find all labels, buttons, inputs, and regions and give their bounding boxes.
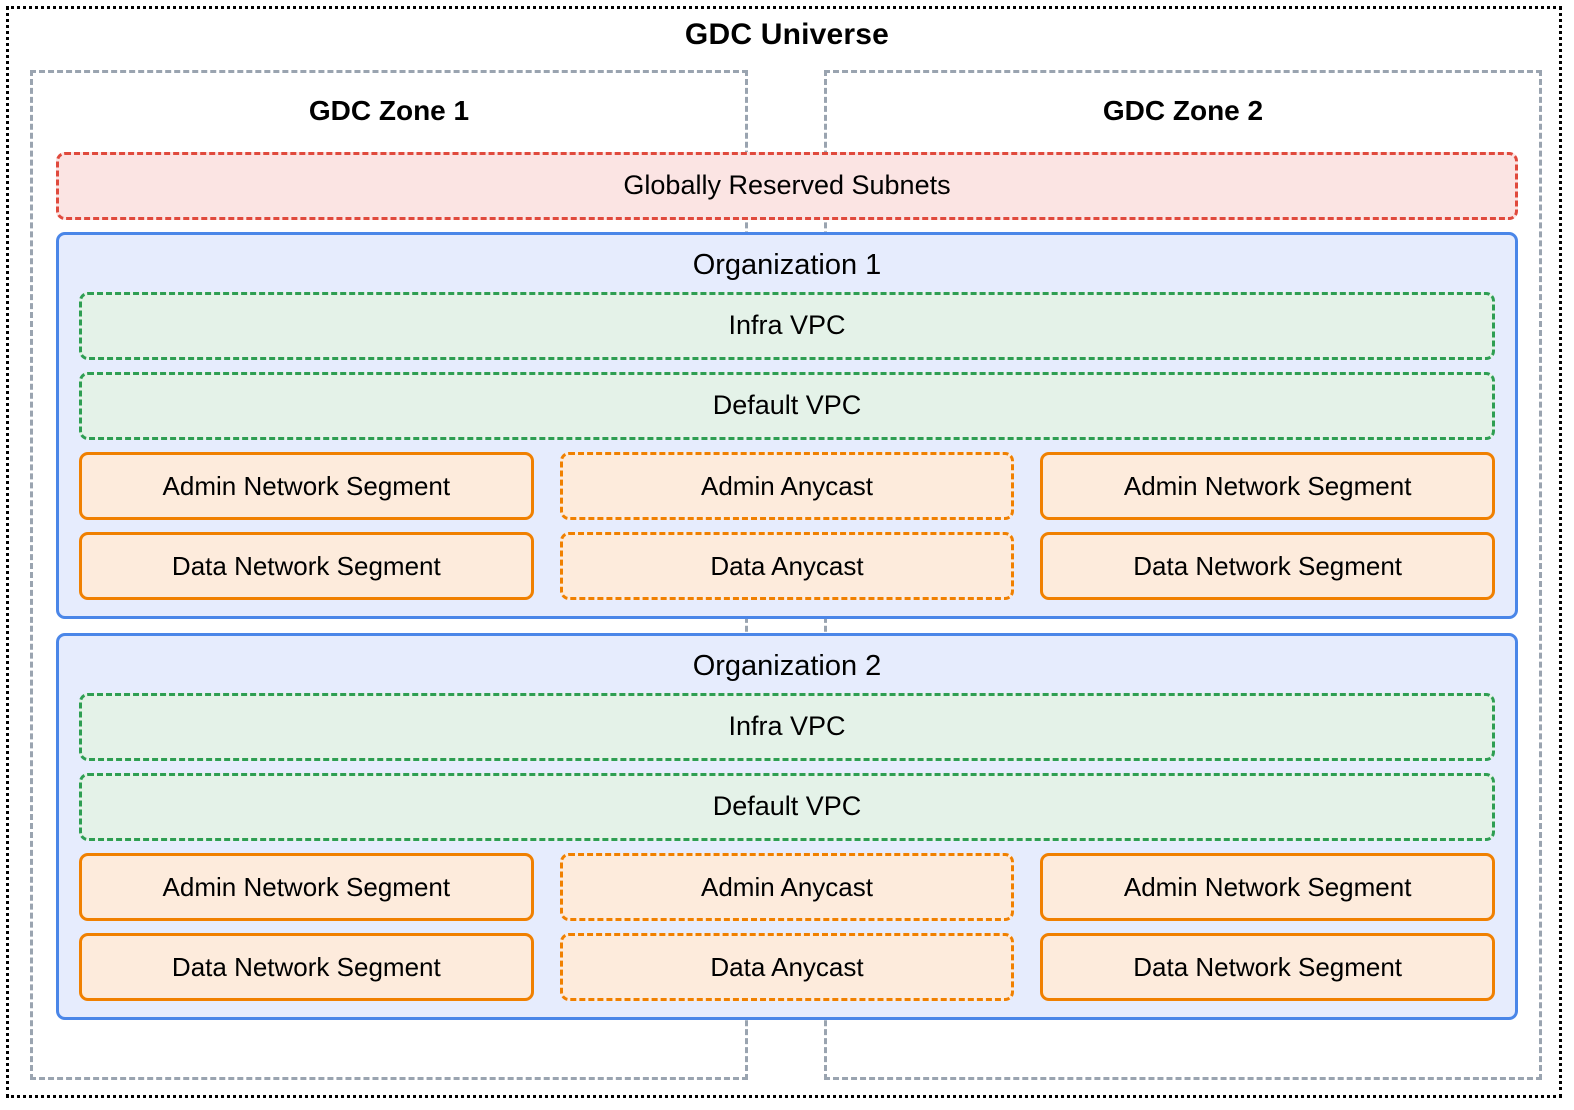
org1-data-anycast: Data Anycast [559, 532, 1015, 600]
organization-1-label: Organization 1 [692, 249, 882, 281]
globally-reserved-subnets-box: Globally Reserved Subnets [56, 152, 1518, 220]
org1-zone1-admin-network-segment: Admin Network Segment [79, 452, 534, 520]
zone-spanning-stack: Globally Reserved Subnets Organization 1… [56, 152, 1518, 1020]
org1-zone1-data-network-segment: Data Network Segment [79, 532, 534, 600]
org1-zone2-admin-network-segment: Admin Network Segment [1040, 452, 1495, 520]
gdc-universe-title: GDC Universe [684, 18, 890, 51]
org1-infra-vpc-box: Infra VPC [79, 292, 1495, 360]
org1-admin-anycast: Admin Anycast [559, 452, 1015, 520]
org2-segment-grid: Admin Network Segment Admin Anycast Admi… [79, 853, 1495, 1001]
gdc-zone-1-label: GDC Zone 1 [308, 95, 470, 126]
org2-admin-anycast: Admin Anycast [559, 853, 1015, 921]
org2-zone2-data-network-segment: Data Network Segment [1040, 933, 1495, 1001]
org1-segment-grid: Admin Network Segment Admin Anycast Admi… [79, 452, 1495, 600]
organization-2-label: Organization 2 [692, 650, 882, 682]
org2-infra-vpc-box: Infra VPC [79, 693, 1495, 761]
org2-zone1-admin-network-segment: Admin Network Segment [79, 853, 534, 921]
organization-2-container: Organization 2 Infra VPC Default VPC Adm… [56, 633, 1518, 1020]
org2-zone1-data-network-segment: Data Network Segment [79, 933, 534, 1001]
org1-zone2-data-network-segment: Data Network Segment [1040, 532, 1495, 600]
org2-zone2-admin-network-segment: Admin Network Segment [1040, 853, 1495, 921]
gdc-zone-2-label: GDC Zone 2 [1102, 95, 1264, 126]
org1-default-vpc-box: Default VPC [79, 372, 1495, 440]
org2-data-anycast: Data Anycast [559, 933, 1015, 1001]
org2-default-vpc-box: Default VPC [79, 773, 1495, 841]
gdc-universe-container [6, 6, 1562, 1098]
organization-1-container: Organization 1 Infra VPC Default VPC Adm… [56, 232, 1518, 619]
